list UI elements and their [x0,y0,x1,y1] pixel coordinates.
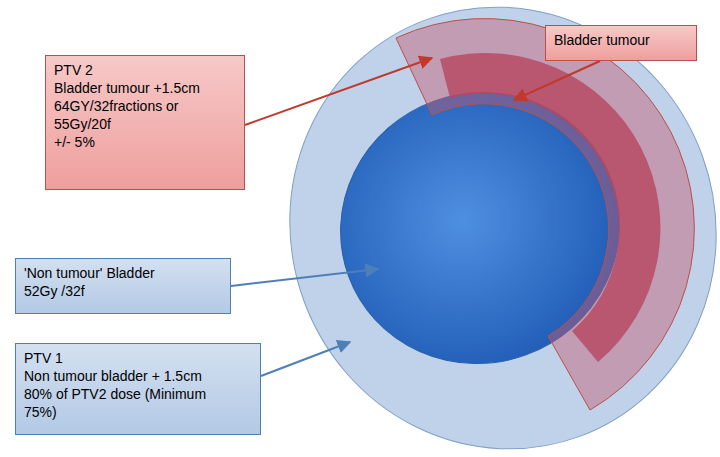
ptv2-region [396,19,694,410]
leader-arrow [261,342,350,376]
callout-box: 'Non tumour' Bladder52Gy /32f [15,258,231,314]
callout-text: 64GY/32fractions or [54,97,236,115]
callout-text: 75%) [24,403,252,421]
callout-text: PTV 1 [24,349,252,367]
callout-box: PTV 2Bladder tumour +1.5cm64GY/32fractio… [45,55,245,190]
leader-arrow [245,58,432,125]
callout-box: PTV 1Non tumour bladder + 1.5cm80% of PT… [15,343,261,435]
callout-text: Bladder tumour +1.5cm [54,79,236,97]
leader-arrow [514,61,600,100]
callout-text: 'Non tumour' Bladder [24,264,222,282]
callout-text: 80% of PTV2 dose (Minimum [24,385,252,403]
callout-box: Bladder tumour [545,25,697,61]
callout-text: +/- 5% [54,133,236,151]
callout-text: Bladder tumour [554,31,688,49]
callout-text: Non tumour bladder + 1.5cm [24,367,252,385]
bladder-tumour [440,53,660,362]
callout-text: 52Gy /32f [24,282,222,300]
callout-text: 55Gy/20f [54,115,236,133]
ptv1-outline [228,0,720,457]
callout-text: PTV 2 [54,61,236,79]
leader-arrow [231,269,378,286]
